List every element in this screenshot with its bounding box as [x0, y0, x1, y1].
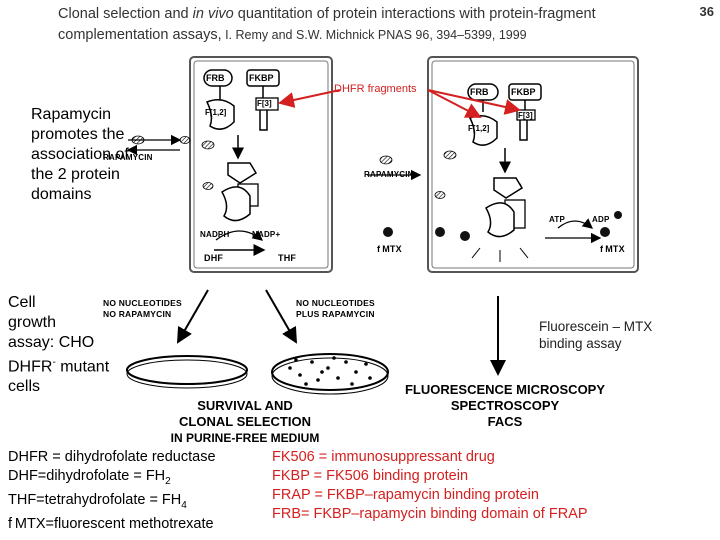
frb-label-right: FRB	[470, 87, 489, 97]
f12-label-right: F[1,2]	[468, 124, 490, 133]
dhf-label: DHF	[204, 253, 224, 263]
thf-label: THF	[278, 253, 297, 263]
petri-dish-empty	[126, 355, 248, 385]
dhfr-fragments-label: DHFR fragments	[334, 83, 417, 95]
title-text-2: quantitation of protein interactions wit…	[233, 6, 596, 22]
fkbp-label-right: FKBP	[511, 87, 536, 97]
frb-label-left: FRB	[206, 73, 225, 83]
legend-thf: THF=tetrahydrofolate = FH4	[8, 491, 187, 511]
legend-dhf: DHF=dihydrofolate = FH2	[8, 468, 171, 487]
legend-fkbp: FKBP = FK506 binding protein	[272, 468, 469, 484]
petri-dish-colonies	[271, 353, 389, 391]
fmtx-label-left: f MTX	[377, 244, 402, 254]
legend-frap: FRAP = FKBP–rapamycin binding protein	[272, 487, 539, 503]
title-italic: in vivo	[192, 6, 234, 22]
legend-fk506: FK506 = immunosuppressant drug	[272, 449, 495, 465]
legend-dhfr: DHFR = dihydrofolate reductase	[8, 449, 216, 465]
legend-right: FK506 = immunosuppressant drug FKBP = FK…	[272, 448, 712, 524]
rapamycin-note: Rapamycin promotes the association of th…	[31, 106, 129, 203]
legend-frb: FRB= FKBP–rapamycin binding domain of FR…	[272, 506, 588, 522]
rapamycin-label-left: RAPAMYCIN	[103, 153, 153, 162]
legend-fmtx: f MTX=fluorescent methotrexate	[8, 515, 214, 532]
legend-left: DHFR = dihydrofolate reductase DHF=dihyd…	[8, 448, 270, 534]
cell-growth-note: Cell growth assay: CHO DHFR- mutant cell…	[8, 294, 110, 396]
atp-label: ATP	[549, 215, 566, 224]
adp-label: ADP	[592, 215, 610, 224]
title-text-3: complementation assays,	[58, 27, 222, 43]
nadph-label: NADPH	[200, 230, 230, 239]
fmtx-label-right: f MTX	[600, 244, 625, 254]
title-text-1: Clonal selection and	[58, 6, 193, 22]
f3-label-right: F[3]	[518, 111, 533, 120]
page-number: 36	[699, 4, 714, 19]
nadp-label: NADP+	[252, 230, 281, 239]
citation: I. Remy and S.W. Michnick PNAS 96, 394–5…	[221, 28, 527, 42]
fkbp-label-left: FKBP	[249, 73, 274, 83]
slide-title: Clonal selection and in vivo quantitatio…	[58, 4, 668, 46]
rapamycin-label-right: RAPAMYCIN	[364, 170, 414, 179]
f12-label-left: F[1,2]	[205, 108, 227, 117]
fluorescein-note: Fluorescein – MTX binding assay	[539, 319, 653, 351]
f3-label-left: F[3]	[257, 99, 272, 108]
